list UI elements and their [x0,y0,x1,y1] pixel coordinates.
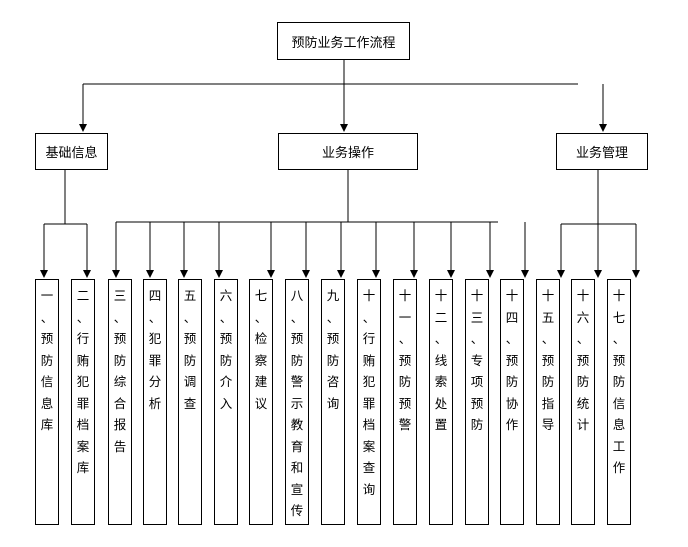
flow-item-12: 十 二 、 线 索 处 置 [429,279,453,525]
flow-item-2: 二 、 行 贿 犯 罪 档 案 库 [71,279,95,525]
category-basic-info: 基础信息 [35,133,108,170]
flow-item-14: 十 四 、 预 防 协 作 [500,279,524,525]
flow-item-9: 九 、 预 防 咨 询 [321,279,345,525]
flow-item-7: 七 、 检 察 建 议 [249,279,273,525]
category-label: 业务管理 [575,146,628,161]
flow-item-8: 八 、 预 防 警 示 教 育 和 宣 传 [285,279,309,525]
flow-item-3: 三 、 预 防 综 合 报 告 [108,279,132,525]
flow-item-15: 十 五 、 预 防 指 导 [536,279,560,525]
root-title: 预防业务工作流程 [291,35,396,51]
flow-item-6: 六 、 预 防 介 入 [214,279,238,525]
flow-item-17: 十 七 、 预 防 信 息 工 作 [607,279,631,525]
flow-item-13: 十 三 、 专 项 预 防 [465,279,489,525]
flow-item-10: 十 、 行 贿 犯 罪 档 案 查 询 [357,279,381,525]
category-label: 基础信息 [45,146,98,161]
root-node: 预防业务工作流程 [277,22,410,60]
category-management: 业务管理 [556,133,648,170]
flow-item-16: 十 六 、 预 防 统 计 [571,279,595,525]
flow-item-11: 十 一 、 预 防 预 警 [393,279,417,525]
flow-item-4: 四 、 犯 罪 分 析 [143,279,167,525]
flow-item-1: 一 、 预 防 信 息 库 [35,279,59,525]
category-label: 业务操作 [321,146,374,161]
flow-item-5: 五 、 预 防 调 查 [178,279,202,525]
category-operations: 业务操作 [278,133,418,170]
